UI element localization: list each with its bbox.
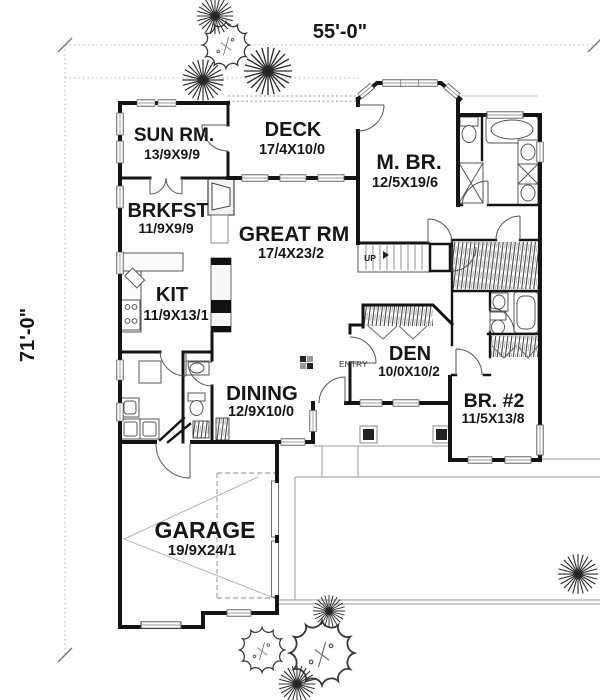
room-size-garage: 19/9X24/1 <box>168 542 236 559</box>
room-label-master-bedroom: M. BR. <box>376 151 441 174</box>
room-size-den: 10/0X10/2 <box>378 364 440 379</box>
hall-bath-door <box>489 307 515 333</box>
room-label-kitchen: KIT <box>156 284 188 306</box>
corner-sink-icon <box>124 267 146 289</box>
room-label-great-room: GREAT RM <box>239 223 349 246</box>
fireplace-icon <box>207 177 235 244</box>
closet-hatching <box>192 242 538 441</box>
fixtures <box>120 115 539 440</box>
room-size-sun-room: 13/9X9/9 <box>144 146 200 162</box>
tree-icon <box>243 46 293 96</box>
garage-entry-door <box>155 443 191 479</box>
breakfast-french-doors <box>149 177 183 195</box>
laundry-door <box>159 351 187 377</box>
bifold-door-marks <box>367 325 539 359</box>
porch-columns <box>363 429 447 440</box>
laundry-tub-icon <box>120 397 140 418</box>
master-bath-door <box>461 180 489 206</box>
washer-icon <box>120 418 141 440</box>
pantry-cabinets <box>210 257 232 333</box>
room-label-sun-room: SUN RM. <box>134 125 214 146</box>
up-arrow-icon <box>383 251 389 259</box>
interior-walls <box>118 101 455 444</box>
hall-bath-toilet-icon <box>489 311 507 335</box>
entry-tile-icon <box>300 356 313 369</box>
tree-icon <box>312 594 346 628</box>
powder-sink-icon <box>185 360 210 376</box>
bedroom2-door <box>455 348 483 376</box>
room-label-deck: DECK <box>265 119 322 141</box>
room-size-bedroom2: 11/5X13/8 <box>461 410 524 426</box>
width-dimension-label: 55'-0" <box>313 21 367 43</box>
bush-icon <box>238 626 286 674</box>
room-size-kitchen: 11/9X13/1 <box>143 308 208 324</box>
stove-icon <box>120 299 141 331</box>
deck-railing <box>228 95 538 102</box>
refrigerator-icon <box>138 360 162 384</box>
master-bedroom-door <box>427 218 453 244</box>
hall-bath-tub-icon <box>513 291 539 334</box>
tree-icon <box>557 553 599 595</box>
driveway <box>277 458 600 605</box>
bush-icon <box>201 20 251 70</box>
porch <box>313 425 451 477</box>
toilet-icon <box>459 116 479 143</box>
hall-bath-sink-icon <box>489 292 509 312</box>
stairs <box>357 242 452 273</box>
master-bedroom-deck-door <box>357 104 385 132</box>
room-label-garage: GARAGE <box>155 517 256 543</box>
hall-door <box>451 246 477 272</box>
partition-walls <box>158 113 542 444</box>
linen-closet-icon <box>458 162 484 204</box>
tree-icon <box>181 58 225 102</box>
room-size-master-bedroom: 12/5X19/6 <box>372 175 438 191</box>
room-label-dining: DINING <box>226 382 298 405</box>
door-swings <box>149 104 521 479</box>
garage-door-tracks <box>122 472 277 599</box>
height-dimension-label: 71'-0" <box>17 308 39 362</box>
front-door <box>318 376 346 404</box>
room-label-den: DEN <box>389 343 431 365</box>
room-size-dining: 12/9X10/0 <box>228 404 294 420</box>
room-label-bedroom2: BR. #2 <box>464 390 525 412</box>
room-label-breakfast: BRKFST <box>127 200 208 222</box>
room-size-great-room: 17/4X23/2 <box>258 246 324 262</box>
den-door <box>349 336 377 364</box>
dryer-icon <box>139 418 160 440</box>
powder-door <box>187 361 213 387</box>
bathtub-icon <box>485 115 539 144</box>
walkin-closet-door <box>495 215 521 241</box>
vanity-sinks-icon <box>517 139 539 206</box>
stairs-up-label: UP <box>364 253 376 263</box>
entry-label: ENTRY <box>339 359 368 369</box>
powder-toilet-icon <box>187 392 206 416</box>
room-size-breakfast: 11/9X9/9 <box>138 220 193 236</box>
room-size-deck: 17/4X10/0 <box>259 142 325 158</box>
sunroom-deck-door <box>201 124 229 152</box>
